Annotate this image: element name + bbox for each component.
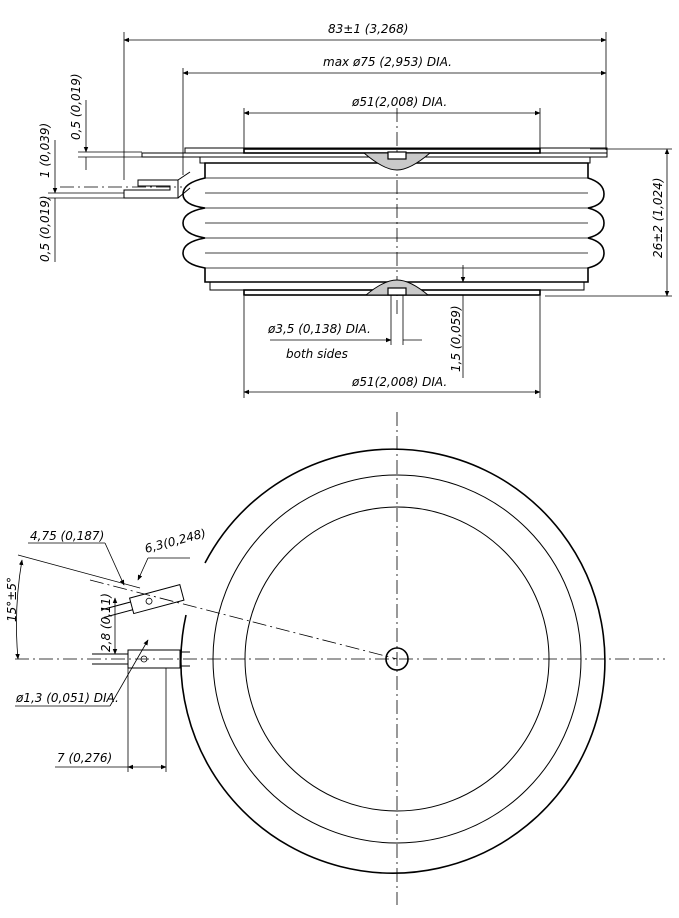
- height-label: 26±2 (1,024): [651, 178, 665, 259]
- flange-top-label: 0,5 (0,019): [69, 73, 83, 140]
- centering-hole-label: ø3,5 (0,138) DIA.: [267, 322, 371, 336]
- both-sides-label: both sides: [286, 347, 348, 361]
- top-hole-core: [387, 151, 407, 160]
- terminal-width-a-label: 4,75 (0,187): [30, 529, 104, 543]
- flange-thickness-label: 1 (0,039): [38, 123, 52, 178]
- terminal-gap-label: 2,8 (0,11): [99, 593, 113, 652]
- flange-bottom-label: 0,5 (0,019): [38, 195, 52, 262]
- side-view: [48, 32, 672, 398]
- auxiliary-terminal-top: [92, 649, 190, 669]
- terminal-bend: [177, 187, 191, 199]
- overall-diameter-label: 83±1 (3,268): [328, 22, 409, 36]
- terminal-length-label: 7 (0,276): [57, 751, 112, 765]
- hole-depth-label: 1,5 (0,059): [449, 305, 463, 372]
- max-diameter-label: max ø75 (2,953) DIA.: [323, 55, 452, 69]
- center-hole: [385, 647, 409, 671]
- gate-terminal-side: [123, 179, 179, 199]
- bottom-hole-core: [387, 287, 407, 296]
- terminal-axis-angled: [89, 579, 398, 660]
- contact-face-circle: [244, 506, 550, 812]
- top-view: [15, 412, 665, 905]
- gate-terminal-top: [101, 584, 185, 618]
- top-contact-diameter-label: ø51(2,008) DIA.: [351, 95, 447, 109]
- middle-ring: [212, 474, 582, 844]
- terminal-bend: [177, 171, 191, 181]
- ceramic-housing: [182, 162, 605, 283]
- top-centering-hole: [362, 152, 432, 171]
- angle-label: 15°±5°: [5, 577, 19, 622]
- outer-housing-circle: [180, 448, 606, 874]
- bottom-contact-diameter-label: ø51(2,008) DIA.: [351, 375, 447, 389]
- terminal-width-b-label: 6,3(0,248): [143, 526, 207, 556]
- pin-diameter-label: ø1,3 (0,051) DIA.: [15, 691, 119, 705]
